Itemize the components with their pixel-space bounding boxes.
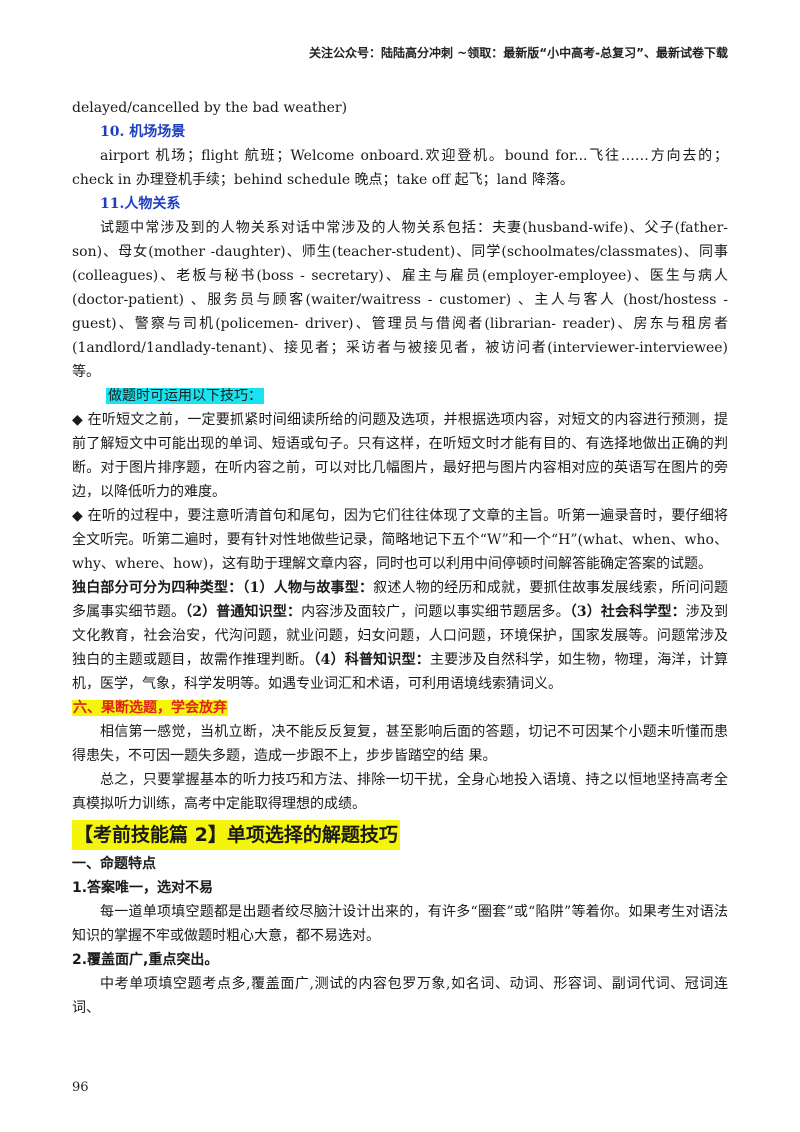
section-six-line: 六、果断选题，学会放弃 bbox=[72, 696, 728, 720]
page-header: 关注公众号：陆陆高分冲刺 ~领取：最新版“小中高考-总复习”、最新试卷下载 bbox=[309, 46, 728, 60]
section2-title: 【考前技能篇 2】单项选择的解题技巧 bbox=[72, 820, 400, 850]
paragraph-continuation: delayed/cancelled by the bad weather) bbox=[72, 100, 348, 116]
page-content: delayed/cancelled by the bad weather) 10… bbox=[72, 96, 728, 1020]
paragraph-wide-coverage: 中考单项填空题考点多,覆盖面广,测试的内容包罗万象,如名词、动词、形容词、副词代… bbox=[72, 976, 728, 1016]
mono-type-2-label: （2）普通知识型： bbox=[185, 604, 302, 620]
heading-unique-answer: 1.答案唯一，选对不易 bbox=[72, 880, 214, 896]
tips-heading: 做题时可运用以下技巧： bbox=[106, 388, 264, 404]
mono-type-3-label: （3）社会科学型： bbox=[569, 604, 686, 620]
heading-wide-coverage: 2.覆盖面广,重点突出。 bbox=[72, 952, 219, 968]
paragraph-unique-answer: 每一道单项填空题都是出题者绞尽脑汁设计出来的，有许多“圈套”或“陷阱”等着你。如… bbox=[72, 904, 728, 944]
tips-heading-line: 做题时可运用以下技巧： bbox=[106, 384, 728, 408]
paragraph-first-instinct: 相信第一感觉，当机立断，决不能反反复复，甚至影响后面的答题，切记不可因某个小题未… bbox=[72, 724, 728, 764]
mono-type-4-label: （4）科普知识型： bbox=[313, 652, 430, 668]
bullet-while-listening: ◆ 在听的过程中，要注意听清首句和尾句，因为它们往往体现了文章的主旨。听第一遍录… bbox=[72, 508, 728, 572]
heading-relationships: 11.人物关系 bbox=[100, 196, 181, 212]
paragraph-airport: airport 机场；flight 航班；Welcome onboard.欢迎登… bbox=[72, 148, 728, 188]
paragraph-monologue-types: 独白部分可分为四种类型：（1）人物与故事型：叙述人物的经历和成就，要抓住故事发展… bbox=[72, 576, 728, 696]
mono-type-4-text: 主要涉及自然科学，如生物，物理，海洋，计算机，医学，气象，科学发明等。如遇专业词… bbox=[72, 652, 729, 692]
mono-type-1-text: 叙述人物的经历和成就，要抓住故事发展线索，所问问题多属事实细节题。 bbox=[72, 580, 728, 620]
section-six-heading: 六、果断选题，学会放弃 bbox=[72, 700, 228, 716]
paragraph-relationships: 试题中常涉及到的人物关系对话中常涉及的人物关系包括：夫妻(husband-wif… bbox=[72, 220, 728, 380]
bullet-before-listening: ◆ 在听短文之前，一定要抓紧时间细读所给的问题及选项，并根据选项内容，对短文的内… bbox=[72, 412, 728, 500]
mono-type-2-text: 内容涉及面较广，问题以事实细节题居多。 bbox=[301, 604, 570, 620]
heading-airport-scene: 10. 机场场景 bbox=[100, 124, 186, 140]
paragraph-summary: 总之，只要掌握基本的听力技巧和方法、排除一切干扰，全身心地投入语境、持之以恒地坚… bbox=[72, 772, 728, 812]
heading-proposition-features: 一、命题特点 bbox=[72, 856, 156, 872]
mono-type-1-label: 独白部分可分为四种类型：（1）人物与故事型： bbox=[72, 580, 374, 596]
mono-type-3-text: 涉及到文化教育，社会治安，代沟问题，就业问题，妇女问题，人口问题，环境保护，国家… bbox=[72, 604, 729, 668]
page-number: 96 bbox=[72, 1080, 89, 1095]
